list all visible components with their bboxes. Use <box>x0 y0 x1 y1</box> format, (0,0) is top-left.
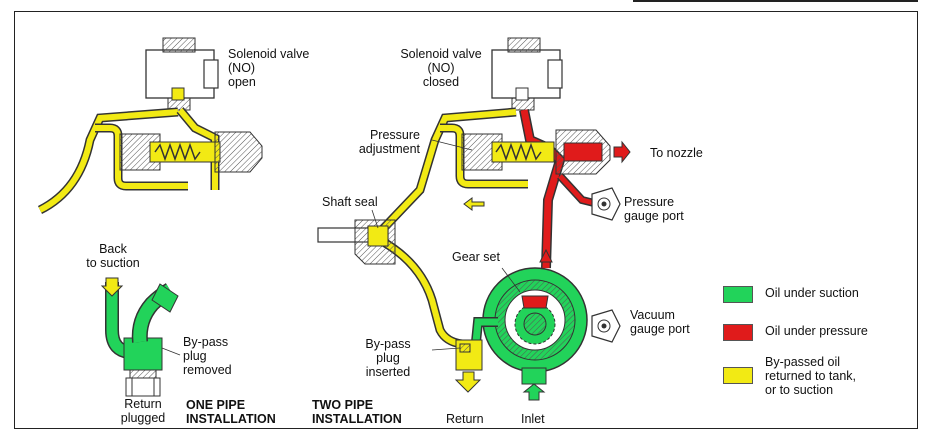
solenoid-open-label: Solenoid valve (NO) open <box>228 47 310 89</box>
right-pressure-regulator <box>461 129 631 175</box>
legend-item: Oil under suction <box>723 286 859 303</box>
top-rule <box>633 0 918 2</box>
bypass-removed-label: By-pass plug removed <box>183 335 232 377</box>
leader-lines <box>161 139 521 356</box>
return-fitting <box>454 339 483 393</box>
back-to-suction-label: Back to suction <box>86 242 140 270</box>
shaft-seal-assembly <box>317 219 396 265</box>
return-label: Return <box>446 412 484 426</box>
pressure-adjustment-label: Pressure adjustment <box>358 128 420 156</box>
right-bypass-path <box>376 107 528 349</box>
shaft-seal-label: Shaft seal <box>322 195 378 209</box>
gear-set-label: Gear set <box>452 250 500 264</box>
left-solenoid-valve <box>145 37 219 111</box>
legend-label: By-passed oil returned to tank, or to su… <box>765 355 857 397</box>
suction-inlet <box>471 317 547 401</box>
legend-label: Oil under pressure <box>765 324 868 338</box>
right-solenoid-valve <box>491 37 563 111</box>
pressure-gauge-port-fitting <box>591 187 621 221</box>
solenoid-closed-label: Solenoid valve (NO) closed <box>400 47 482 89</box>
legend-item: By-passed oil returned to tank, or to su… <box>723 355 856 397</box>
inlet-label: Inlet <box>521 412 545 426</box>
vacuum-gauge-port-fitting <box>591 309 621 343</box>
return-plugged-label: Return plugged <box>120 397 166 425</box>
legend-swatch <box>723 286 753 303</box>
bypass-inserted-label: By-pass plug inserted <box>365 337 411 379</box>
diagram-frame <box>14 11 918 429</box>
pressure-gauge-port-label: Pressure gauge port <box>624 195 684 223</box>
legend-item: Oil under pressure <box>723 324 868 341</box>
two-pipe-installation-title: TWO PIPE INSTALLATION <box>312 398 402 426</box>
legend-swatch <box>723 367 753 384</box>
gear-set <box>482 267 588 373</box>
legend-label: Oil under suction <box>765 286 859 300</box>
legend-swatch <box>723 324 753 341</box>
one-pipe-installation-title: ONE PIPE INSTALLATION <box>186 398 276 426</box>
left-pressure-regulator <box>119 131 263 173</box>
one-pipe-assembly <box>100 277 179 397</box>
vacuum-gauge-port-label: Vacuum gauge port <box>630 308 690 336</box>
to-nozzle-label: To nozzle <box>650 146 703 160</box>
